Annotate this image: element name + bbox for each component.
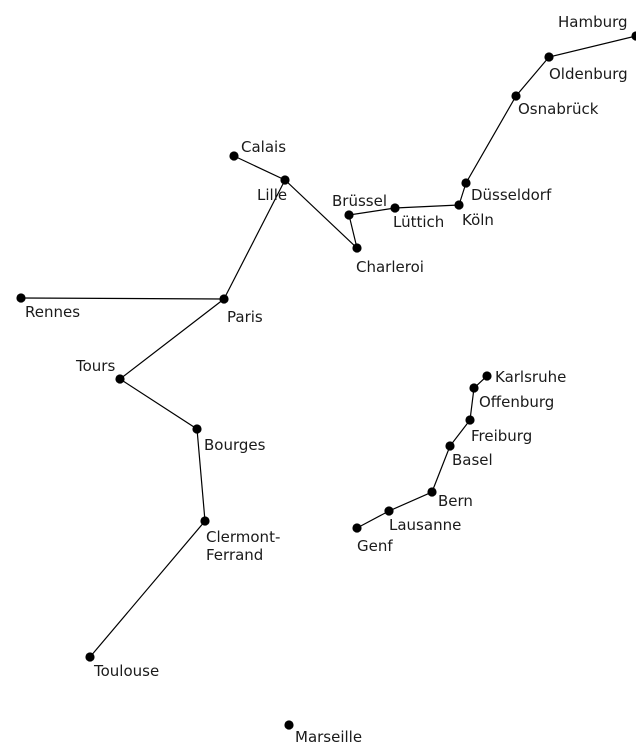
city-labels: Hamburg Oldenburg Osnabrück Calais Lille… xyxy=(25,13,628,745)
label-genf: Genf xyxy=(357,537,393,555)
label-clermont-ferrand-line2: Ferrand xyxy=(206,546,263,564)
label-lille: Lille xyxy=(257,186,287,204)
label-bruessel: Brüssel xyxy=(332,192,387,210)
label-basel: Basel xyxy=(452,451,493,469)
city-dot-luettich[interactable] xyxy=(390,203,400,213)
city-dot-freiburg[interactable] xyxy=(465,415,475,425)
label-offenburg: Offenburg xyxy=(479,393,554,411)
label-tours: Tours xyxy=(75,357,115,375)
label-hamburg: Hamburg xyxy=(558,13,628,31)
city-dot-lausanne[interactable] xyxy=(384,506,394,516)
label-lausanne: Lausanne xyxy=(389,516,461,534)
city-dot-rennes[interactable] xyxy=(16,293,26,303)
city-dot-bruessel[interactable] xyxy=(344,210,354,220)
label-karlsruhe: Karlsruhe xyxy=(495,368,566,386)
city-dots xyxy=(16,31,636,730)
city-dot-bern[interactable] xyxy=(427,487,437,497)
route-lille-paris xyxy=(223,179,286,300)
label-paris: Paris xyxy=(227,308,263,326)
label-koeln: Köln xyxy=(462,211,494,229)
city-dot-lille[interactable] xyxy=(280,175,290,185)
label-bourges: Bourges xyxy=(204,436,266,454)
city-dot-duesseldorf[interactable] xyxy=(461,178,471,188)
city-dot-offenburg[interactable] xyxy=(469,383,479,393)
city-dot-basel[interactable] xyxy=(445,441,455,451)
city-dot-bourges[interactable] xyxy=(192,424,202,434)
city-dot-clermont-ferrand[interactable] xyxy=(200,516,210,526)
route-lines xyxy=(20,35,636,658)
city-dot-marseille[interactable] xyxy=(284,720,294,730)
city-dot-genf[interactable] xyxy=(352,523,362,533)
city-dot-osnabrueck[interactable] xyxy=(511,91,521,101)
city-dot-tours[interactable] xyxy=(115,374,125,384)
label-osnabrueck: Osnabrück xyxy=(518,100,599,118)
label-luettich: Lüttich xyxy=(393,213,444,231)
label-duesseldorf: Düsseldorf xyxy=(471,186,552,204)
label-marseille: Marseille xyxy=(295,728,362,745)
city-dot-karlsruhe[interactable] xyxy=(482,371,492,381)
label-freiburg: Freiburg xyxy=(471,427,532,445)
route-hamburg-koeln xyxy=(458,35,636,206)
label-bern: Bern xyxy=(438,492,473,510)
route-koeln-calais xyxy=(233,155,460,250)
city-dot-koeln[interactable] xyxy=(454,200,464,210)
city-dot-hamburg[interactable] xyxy=(631,31,636,41)
label-oldenburg: Oldenburg xyxy=(549,65,628,83)
label-charleroi: Charleroi xyxy=(356,258,424,276)
city-dot-toulouse[interactable] xyxy=(85,652,95,662)
route-paris-toulouse xyxy=(89,298,225,658)
city-dot-charleroi[interactable] xyxy=(352,243,362,253)
label-clermont-ferrand-line1: Clermont- xyxy=(206,528,280,546)
label-calais: Calais xyxy=(241,138,286,156)
city-dot-paris[interactable] xyxy=(219,294,229,304)
label-rennes: Rennes xyxy=(25,303,80,321)
route-rennes-paris xyxy=(20,297,225,300)
city-dot-oldenburg[interactable] xyxy=(544,52,554,62)
city-dot-calais[interactable] xyxy=(229,151,239,161)
label-toulouse: Toulouse xyxy=(93,662,159,680)
